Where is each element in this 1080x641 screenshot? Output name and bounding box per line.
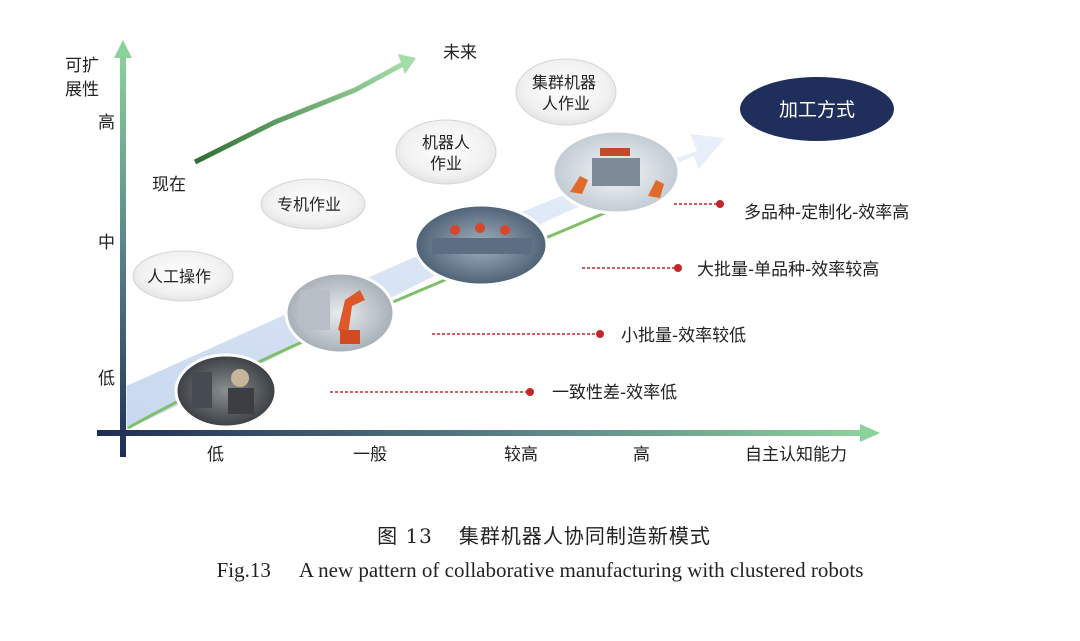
x-axis xyxy=(97,430,862,436)
x-tick-higher: 较高 xyxy=(504,445,538,465)
caption-cn-label: 图 13 xyxy=(377,524,433,548)
x-tick-normal: 一般 xyxy=(353,445,387,465)
mode-dedicated-label: 专机作业 xyxy=(277,195,341,214)
trend-arrow xyxy=(193,61,405,165)
x-axis-title: 自主认知能力 xyxy=(745,445,847,465)
photo-robot-line xyxy=(413,203,549,287)
mode-dedicated: 专机作业 xyxy=(260,178,366,230)
x-axis-arrowhead xyxy=(860,424,880,442)
y-axis-arrowhead xyxy=(114,40,132,58)
x-tick-high: 高 xyxy=(633,445,650,465)
caption-chinese: 图 13 集群机器人协同制造新模式 xyxy=(0,520,1080,549)
caption-cn-title: 集群机器人协同制造新模式 xyxy=(458,524,711,548)
trait-1-label: 一致性差-效率低 xyxy=(552,383,677,403)
trait-2-label: 小批量-效率较低 xyxy=(621,326,746,346)
trait-1: 一致性差-效率低 xyxy=(330,383,677,403)
mode-robot: 机器人 作业 xyxy=(395,119,497,185)
y-axis xyxy=(120,55,126,457)
badge-label: 加工方式 xyxy=(779,99,855,121)
y-tick-high: 高 xyxy=(98,113,115,133)
photo-cluster-system xyxy=(551,129,681,215)
caption-english: Fig.13 A new pattern of collaborative man… xyxy=(0,558,1080,583)
trait-4-label: 多品种-定制化-效率高 xyxy=(744,203,909,223)
trait-2: 小批量-效率较低 xyxy=(432,326,746,346)
caption-en-label: Fig.13 xyxy=(216,558,271,582)
trait-3: 大批量-单品种-效率较高 xyxy=(582,260,879,280)
mode-cluster: 集群机器 人作业 xyxy=(515,58,617,126)
mode-robot-label-1: 机器人 xyxy=(422,133,470,152)
y-axis-title-line2: 展性 xyxy=(65,80,99,100)
mode-cluster-label-2: 人作业 xyxy=(542,94,590,113)
processing-mode-badge: 加工方式 xyxy=(740,77,894,141)
trait-3-label: 大批量-单品种-效率较高 xyxy=(697,260,879,280)
future-label: 未来 xyxy=(443,43,477,63)
y-tick-mid: 中 xyxy=(98,233,115,253)
y-axis-title-line1: 可扩 xyxy=(65,56,99,76)
photo-robot-arm xyxy=(284,271,396,355)
trait-4: 多品种-定制化-效率高 xyxy=(674,200,909,223)
caption-en-title: A new pattern of collaborative manufactu… xyxy=(298,558,864,582)
trend-arrowhead xyxy=(398,54,416,74)
photo-manual-work xyxy=(174,353,278,429)
mode-manual-label: 人工操作 xyxy=(147,267,211,286)
mode-robot-label-2: 作业 xyxy=(430,154,462,173)
y-tick-low: 低 xyxy=(98,369,115,389)
mode-manual: 人工操作 xyxy=(132,250,234,302)
now-label: 现在 xyxy=(152,175,186,195)
x-tick-low: 低 xyxy=(207,445,224,465)
mode-cluster-label-1: 集群机器 xyxy=(532,73,596,92)
